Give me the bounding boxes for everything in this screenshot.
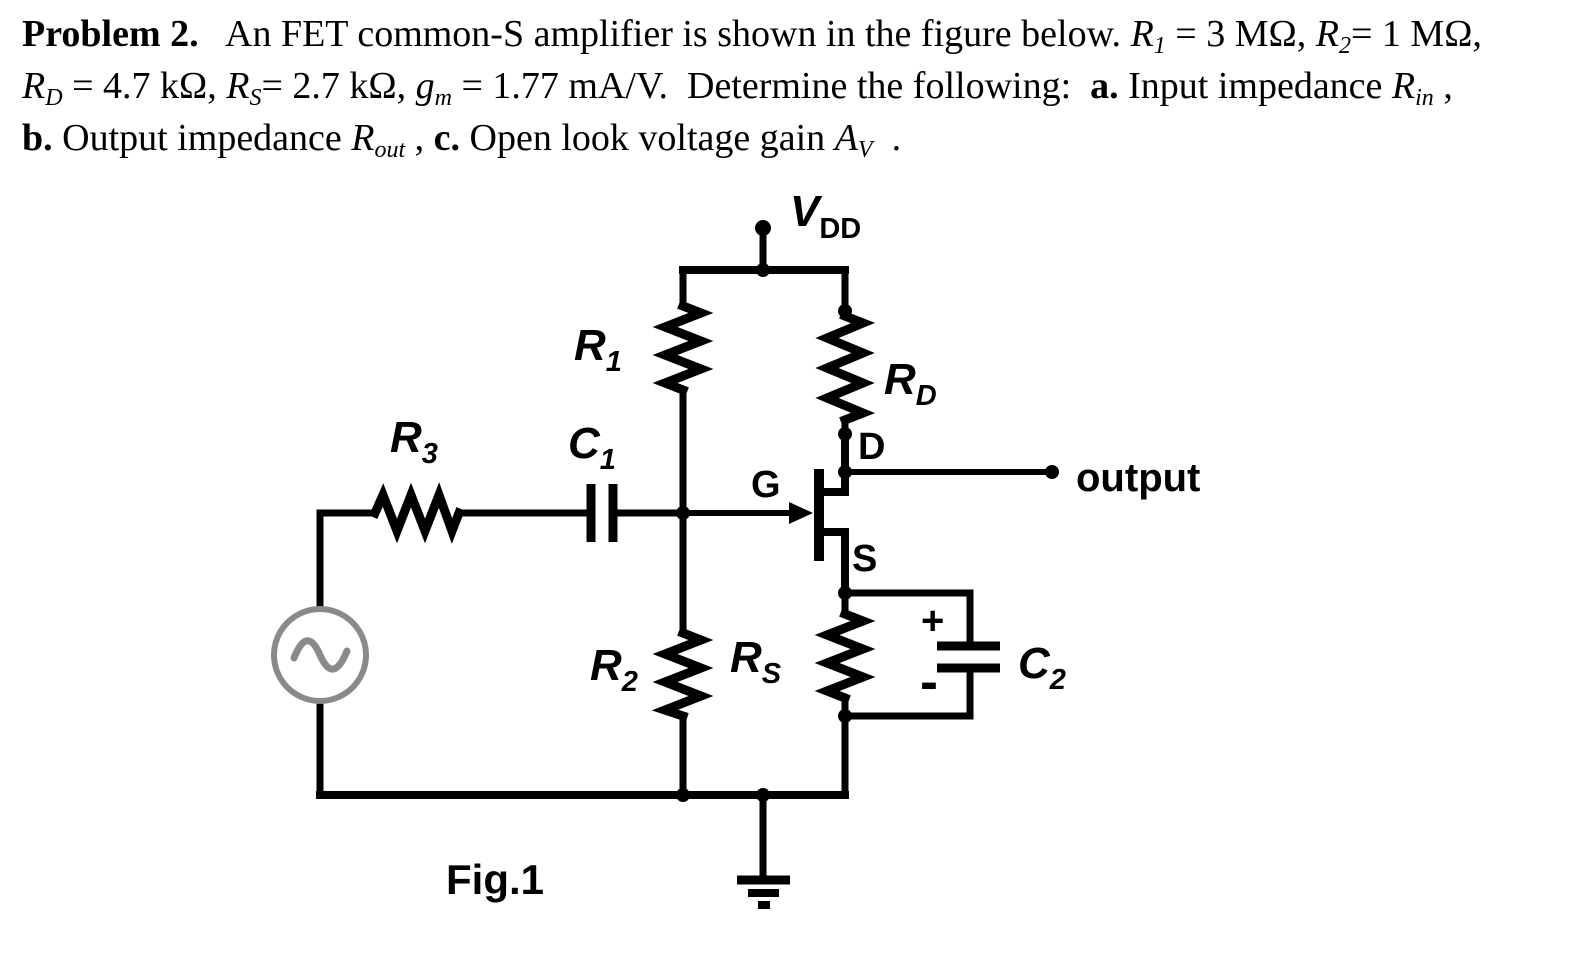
output-terminal-dot <box>1045 465 1059 479</box>
c1-label: C1 <box>568 419 616 476</box>
c2-label: C2 <box>1018 639 1066 696</box>
problem-statement: Problem 2. An FET common-S amplifier is … <box>22 8 1588 164</box>
fet-drain-lead <box>815 430 849 496</box>
vdd-label: VDD <box>790 187 861 245</box>
problem-line-1: Problem 2. An FET common-S amplifier is … <box>22 13 1482 59</box>
output-label: output <box>1076 456 1200 500</box>
fet-symbol <box>680 430 849 597</box>
ac-source-icon <box>271 606 369 704</box>
junction-dot <box>676 788 690 802</box>
ac-source-sine-wave <box>290 637 351 673</box>
rd-label: RD <box>884 355 937 412</box>
junction-dot <box>756 788 770 802</box>
problem-line-2: RD = 4.7 kΩ, RS= 2.7 kΩ, gm = 1.77 mA/V.… <box>22 65 1453 111</box>
junction-dot <box>676 506 690 520</box>
fet-gate-arrow-icon <box>789 502 813 524</box>
junction-dot <box>838 586 852 600</box>
vdd-terminal-dot <box>755 220 771 236</box>
c2-loop-wire <box>841 589 974 720</box>
resistor-r3-symbol <box>369 482 465 544</box>
drain-pin-label: D <box>858 426 885 468</box>
ground-icon <box>737 791 790 909</box>
gate-pin-label: G <box>751 464 781 506</box>
junction-dots <box>676 220 1059 802</box>
capacitor-c2-symbol <box>937 641 1000 673</box>
c2-plus-polarity-label: + <box>921 599 944 643</box>
junction-dot <box>838 427 852 441</box>
source-pin-label: S <box>852 538 877 580</box>
r2-label: R2 <box>590 641 638 698</box>
c2-minus-polarity-label: - <box>920 652 938 712</box>
r3-label: R3 <box>390 413 438 470</box>
figure-caption: Fig.1 <box>446 856 544 903</box>
resistor-rs-symbol <box>814 608 876 704</box>
problem-line-3: b. Output impedance Rout , c. Open look … <box>22 117 902 163</box>
capacitor-c1-symbol <box>586 484 618 542</box>
resistor-r1-symbol <box>652 300 714 396</box>
resistor-r2-symbol <box>651 627 714 722</box>
junction-dot <box>838 304 852 318</box>
rs-label: RS <box>730 633 782 690</box>
junction-dot <box>838 465 852 479</box>
fet-source-lead <box>815 528 849 597</box>
junction-dot <box>756 263 770 277</box>
r1-label: R1 <box>574 321 622 378</box>
junction-dot <box>838 709 852 723</box>
resistor-rd-symbol <box>815 310 876 426</box>
